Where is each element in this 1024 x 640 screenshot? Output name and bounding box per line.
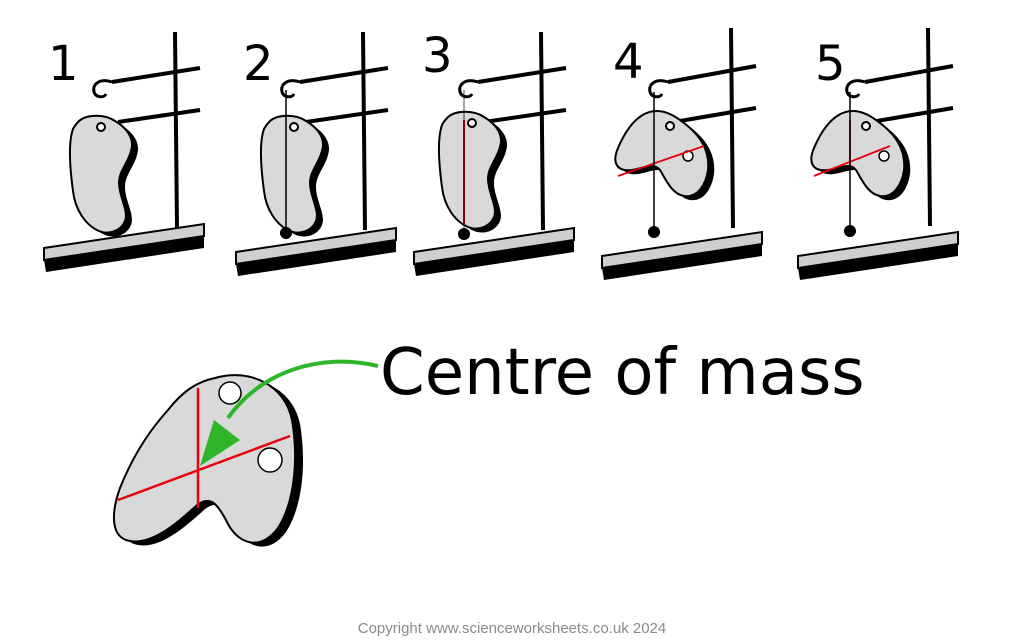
plumb-bob (458, 228, 470, 240)
copyright-notice: Copyright www.scienceworksheets.co.uk 20… (357, 620, 667, 637)
pivot-hole (665, 121, 675, 131)
centre-of-mass-label: Centre of mass (380, 336, 865, 410)
first-red-line (617, 145, 705, 177)
first-hole (878, 150, 890, 162)
lamina (437, 110, 508, 233)
lamina (810, 110, 911, 201)
first-hole (218, 381, 242, 405)
stand-arm-lower (117, 108, 201, 124)
stand-arm-upper (299, 66, 389, 84)
hook (845, 79, 866, 99)
pivot-hole (289, 122, 299, 132)
arrow-head (200, 420, 240, 466)
stand-rod (926, 27, 932, 227)
step-number: 4 (613, 34, 644, 90)
hook (648, 79, 669, 99)
pivot-hole (96, 122, 106, 132)
lamina (614, 110, 715, 201)
stand-base (797, 231, 959, 281)
step-5-second-line: 5 (797, 27, 959, 281)
stand-arm-lower (483, 108, 567, 124)
step-number: 1 (48, 36, 79, 92)
hook (92, 79, 113, 99)
stand-arm-upper (111, 66, 201, 84)
diagonal-red-line (117, 434, 291, 502)
pivot-hole (861, 121, 871, 131)
stand-arm-upper (864, 64, 954, 84)
hook (280, 79, 301, 99)
plumb-bob (280, 227, 292, 239)
step-number: 3 (422, 28, 453, 84)
stand-arm-lower (870, 106, 954, 124)
lamina (259, 114, 330, 237)
second-hole (257, 447, 283, 473)
result-lamina (112, 374, 304, 547)
stand-base (413, 227, 575, 277)
step-4-second-hole: 4 (601, 27, 763, 281)
stand-arm-lower (305, 108, 389, 124)
first-red-line (813, 145, 891, 177)
step-number: 2 (243, 36, 274, 92)
step-2-plumb-line: 2 (235, 31, 397, 277)
stand-rod (539, 31, 545, 231)
plumb-bob (648, 226, 660, 238)
pivot-hole (467, 118, 477, 128)
plumb-bob (844, 225, 856, 237)
stand-arm-lower (673, 106, 757, 124)
step-3-mark-line: 3 (413, 28, 575, 277)
stand-arm-upper (667, 64, 757, 84)
step-1-setup: 1 (43, 31, 205, 273)
pointer-arrow (226, 359, 379, 420)
lamina (68, 114, 139, 237)
stand-arm-upper (477, 66, 567, 84)
stand-base (235, 227, 397, 277)
stand-rod (173, 31, 179, 229)
stand-rod (361, 31, 367, 231)
hook (458, 79, 479, 99)
stand-rod (729, 27, 735, 229)
step-number: 5 (815, 36, 846, 92)
stand-base (601, 231, 763, 281)
